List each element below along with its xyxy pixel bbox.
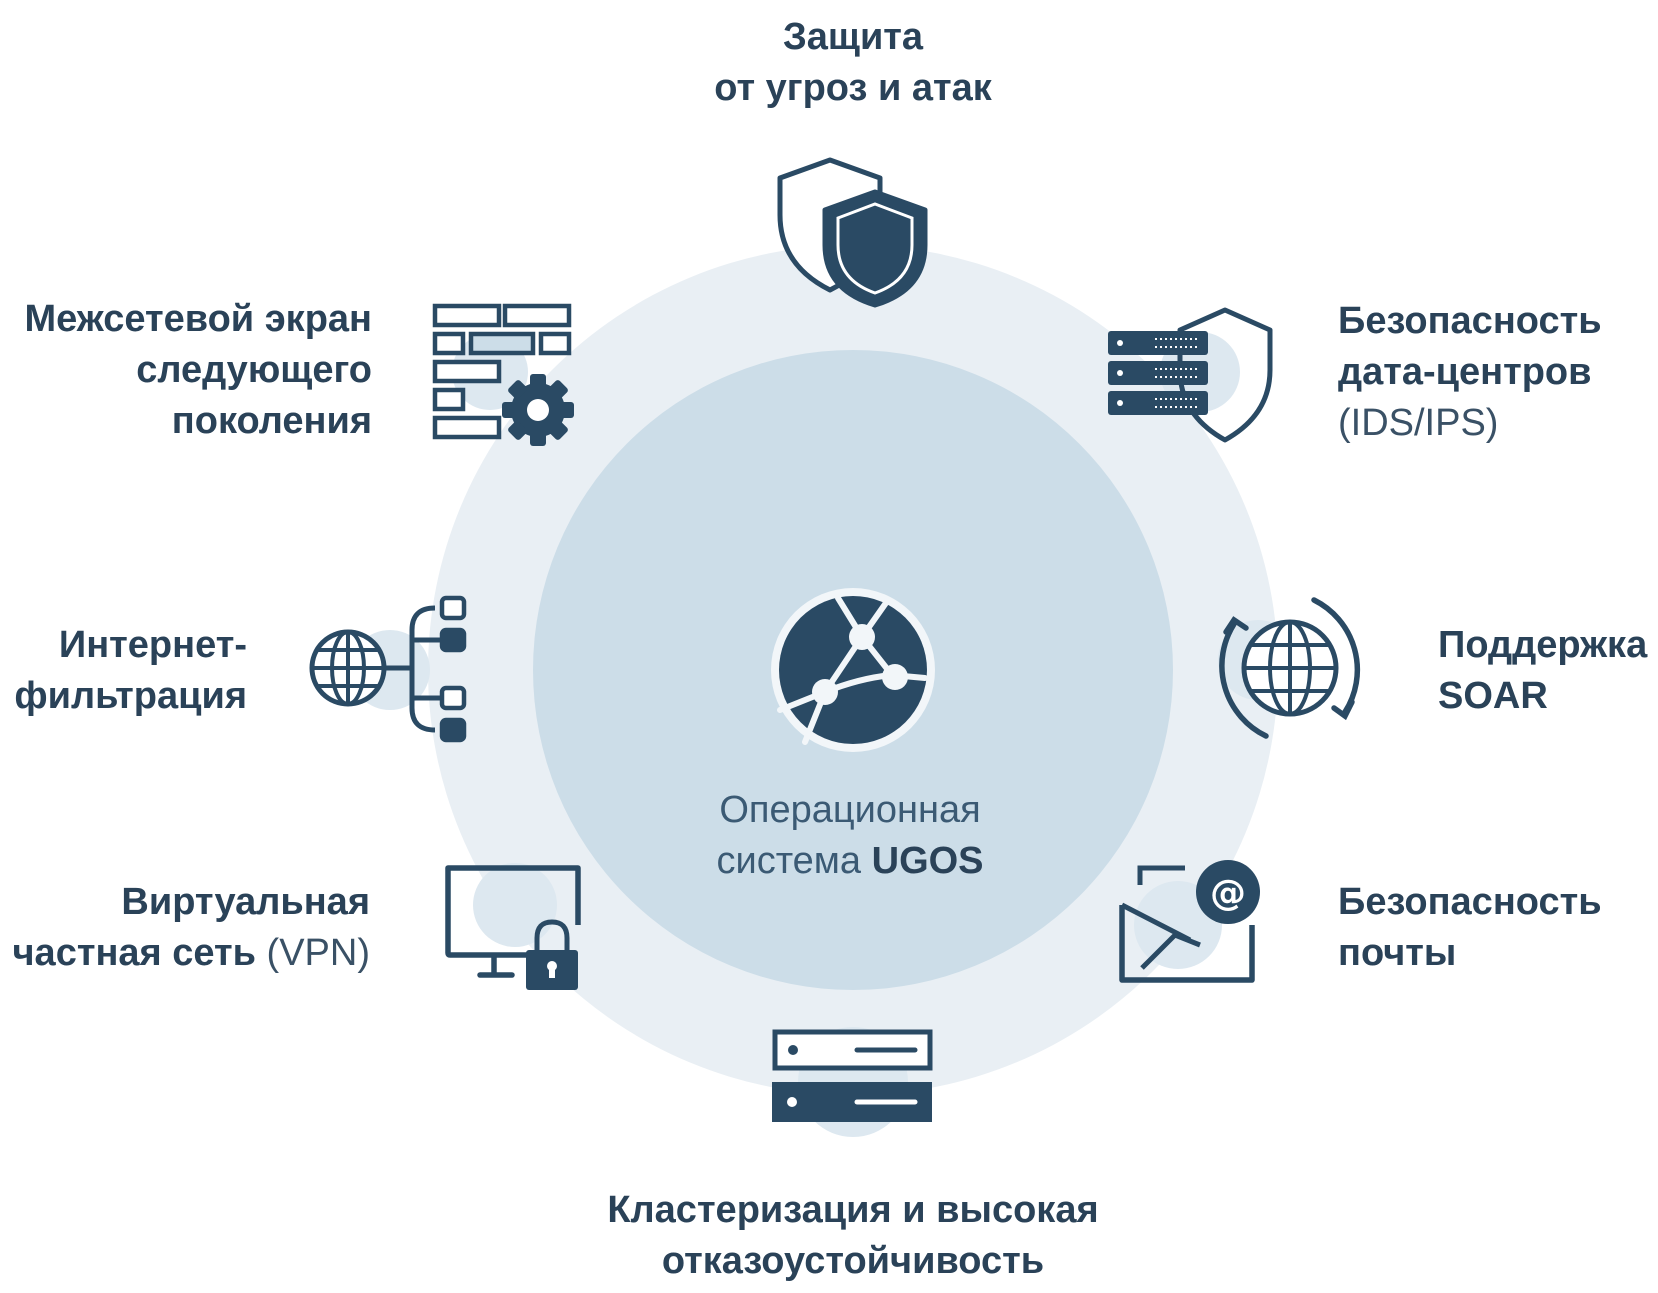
- label-mail-line2: почты: [1338, 932, 1457, 974]
- label-web-filtering-line2: фильтрация: [14, 675, 247, 717]
- label-vpn-line2-light: (VPN): [256, 932, 370, 974]
- label-datacenter-line2: дата-центров: [1338, 351, 1592, 393]
- label-soar-line1: Поддержка: [1438, 624, 1648, 666]
- globe-sync-icon: [1218, 597, 1361, 739]
- label-soar-line2: SOAR: [1438, 675, 1548, 717]
- center-line1: Операционная: [719, 789, 981, 831]
- label-clustering-line1: Кластеризация и высокая: [607, 1189, 1099, 1231]
- label-threat-protection-line2: от угроз и атак: [714, 67, 992, 109]
- label-clustering-line2: отказоустойчивость: [661, 1240, 1045, 1282]
- label-datacenter: Безопасность дата-центров (IDS/IPS): [1338, 296, 1602, 449]
- label-firewall: Межсетевой экран следующего поколения: [0, 294, 372, 447]
- label-firewall-line2: следующего: [136, 349, 372, 391]
- label-vpn: Виртуальная частная сеть (VPN): [0, 877, 371, 979]
- monitor-lock-icon: [445, 863, 581, 990]
- label-web-filtering: Интернет- фильтрация: [0, 620, 247, 722]
- center-line2-bold: UGOS: [871, 840, 984, 882]
- label-mail-line1: Безопасность: [1338, 881, 1602, 923]
- label-datacenter-line3: (IDS/IPS): [1338, 402, 1499, 444]
- center-line2-prefix: система: [716, 840, 872, 882]
- label-datacenter-line1: Безопасность: [1338, 300, 1602, 342]
- server-shield-icon: [1108, 307, 1273, 443]
- shield-icon: [777, 157, 928, 308]
- server-stack-icon: [772, 1027, 933, 1137]
- label-firewall-line3: поколения: [171, 400, 372, 442]
- mail-at-icon: @: [1119, 860, 1260, 983]
- globe-tree-icon: [309, 595, 467, 743]
- label-web-filtering-line1: Интернет-: [58, 624, 247, 666]
- label-soar: Поддержка SOAR: [1438, 620, 1647, 722]
- label-mail: Безопасность почты: [1338, 877, 1602, 979]
- label-vpn-line2-bold: частная сеть: [12, 932, 257, 974]
- label-threat-protection: Защита от угроз и атак: [653, 12, 1053, 114]
- label-firewall-line1: Межсетевой экран: [24, 298, 372, 340]
- label-vpn-line1: Виртуальная: [121, 881, 370, 923]
- network-globe-icon: [771, 588, 935, 752]
- svg-text:@: @: [1210, 873, 1246, 914]
- label-threat-protection-line1: Защита: [782, 16, 924, 58]
- label-clustering: Кластеризация и высокая отказоустойчивос…: [553, 1185, 1153, 1287]
- firewall-icon: [432, 303, 574, 446]
- center-label: Операционная система UGOS: [650, 785, 1050, 887]
